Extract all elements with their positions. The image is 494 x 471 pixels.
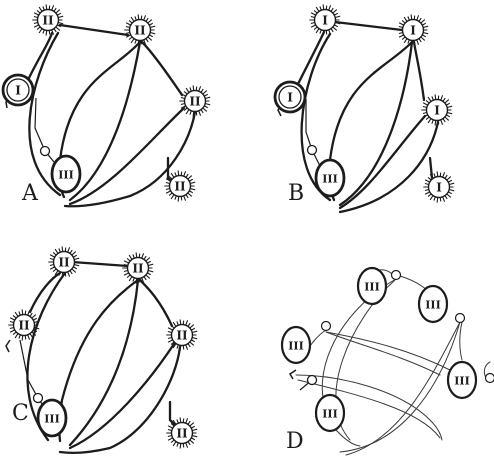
node-label: II bbox=[134, 24, 146, 38]
node-label: I bbox=[434, 104, 440, 118]
node-label: II bbox=[176, 427, 188, 441]
connection-curve bbox=[70, 280, 138, 445]
node-label: I bbox=[15, 84, 21, 98]
small-junction-circle bbox=[486, 374, 494, 383]
node-label: I bbox=[410, 24, 416, 38]
node-ringed: I bbox=[275, 82, 305, 112]
node-oval: III bbox=[38, 400, 66, 436]
node-label: III bbox=[425, 299, 440, 312]
node-label: III bbox=[322, 173, 337, 186]
node-label: II bbox=[189, 95, 201, 109]
connection-curve bbox=[346, 322, 460, 455]
node-oval: III bbox=[448, 362, 476, 398]
small-junction-circle bbox=[308, 376, 317, 385]
small-junction-circle bbox=[456, 314, 465, 323]
node-hairy: I bbox=[423, 171, 454, 202]
node-hairy: II bbox=[124, 14, 155, 45]
node-label: III bbox=[58, 169, 73, 182]
connection-curve bbox=[340, 322, 460, 452]
panel-letter: C bbox=[12, 401, 29, 426]
node-hairy: I bbox=[309, 4, 340, 35]
node-hairy: II bbox=[122, 252, 153, 283]
panel-d: III III III III III D bbox=[282, 268, 494, 455]
node-oval: III bbox=[316, 395, 344, 431]
small-junction-circle bbox=[34, 394, 43, 403]
connection-curve bbox=[326, 332, 450, 370]
connection-curve bbox=[335, 22, 402, 30]
node-label: II bbox=[18, 319, 30, 333]
node-oval: III bbox=[358, 268, 386, 304]
stub-mark bbox=[290, 370, 296, 379]
node-oval: III bbox=[316, 160, 344, 196]
connection-curve bbox=[59, 280, 138, 441]
small-junction-circle bbox=[322, 322, 331, 331]
panel-letter: A bbox=[21, 181, 39, 206]
node-label: I bbox=[322, 14, 328, 28]
node-label: I bbox=[436, 181, 442, 195]
node-label: III bbox=[454, 375, 469, 388]
small-junction-circle bbox=[41, 147, 50, 156]
node-oval: III bbox=[282, 327, 310, 363]
small-junction-circle bbox=[308, 146, 317, 155]
connection-curve bbox=[326, 332, 440, 375]
node-hairy: I bbox=[421, 94, 452, 125]
node-label: II bbox=[58, 256, 70, 270]
node-label: II bbox=[174, 180, 186, 194]
small-junction-circle bbox=[392, 271, 401, 280]
node-label: I bbox=[287, 91, 293, 105]
node-label: III bbox=[322, 408, 337, 421]
connection-curve bbox=[340, 42, 412, 205]
node-hairy: II bbox=[8, 309, 39, 340]
panel-letter: D bbox=[286, 429, 304, 454]
node-label: III bbox=[364, 281, 379, 294]
node-hairy: II bbox=[179, 85, 210, 116]
connection-curve bbox=[140, 280, 172, 326]
connection-curve bbox=[414, 42, 424, 100]
connection-curve bbox=[72, 262, 128, 266]
node-hairy: II bbox=[48, 246, 79, 277]
node-hairy: II bbox=[32, 4, 63, 35]
node-label: III bbox=[288, 340, 303, 353]
panel-letter: B bbox=[288, 181, 304, 206]
node-label: II bbox=[42, 14, 54, 28]
node-label: II bbox=[176, 329, 188, 343]
node-oval: III bbox=[419, 286, 447, 322]
node-ringed: I bbox=[3, 75, 33, 105]
node-hairy: I bbox=[397, 14, 428, 45]
node-label: II bbox=[132, 262, 144, 276]
node-label: III bbox=[44, 413, 59, 426]
connector-line bbox=[306, 99, 320, 166]
node-oval: III bbox=[52, 156, 80, 192]
connection-curve bbox=[142, 42, 182, 95]
connection-curve bbox=[460, 322, 462, 360]
stub-mark bbox=[6, 340, 10, 352]
connection-curve bbox=[60, 25, 128, 35]
